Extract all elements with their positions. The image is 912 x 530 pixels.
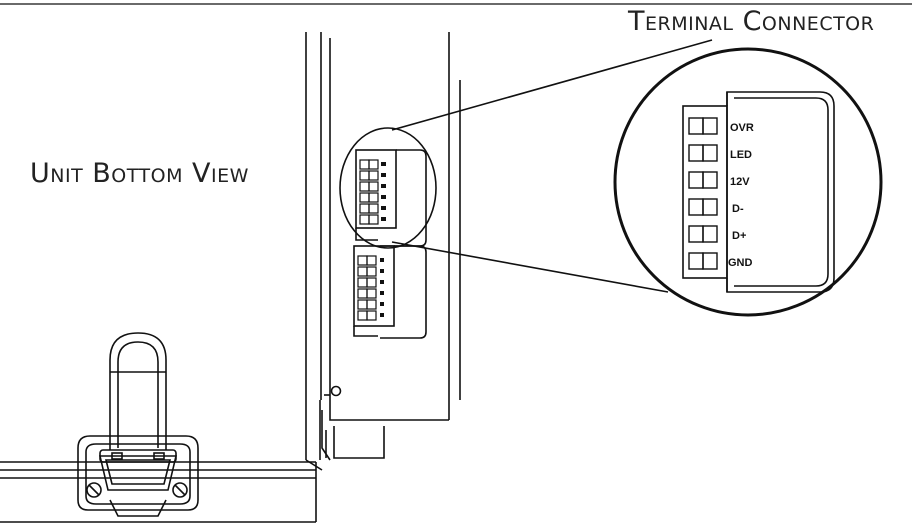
pin-label-d-minus: D-: [732, 203, 744, 215]
pin-labels: OVR LED 12V D- D+ GND: [728, 122, 754, 269]
pin-label-led: LED: [730, 149, 752, 161]
callout-line-bottom: [391, 241, 669, 293]
pin-label-gnd: GND: [728, 257, 753, 269]
unit-housing: [305, 32, 461, 471]
screw-right-icon: [172, 482, 188, 498]
terminal-block-lower: [353, 245, 427, 339]
latch-assembly: [0, 332, 317, 523]
terminal-block-small: [355, 149, 427, 247]
terminal-connector-enlarged: [682, 91, 835, 293]
pin-label-ovr: OVR: [730, 122, 754, 134]
callout-source-ring: [339, 127, 437, 249]
mounting-screw-icon: [330, 385, 342, 397]
terminal-connector-label: Terminal Connector: [628, 6, 875, 37]
pin-label-12v: 12V: [730, 176, 750, 188]
callout-line-top: [391, 39, 713, 131]
screw-left-icon: [86, 482, 102, 498]
pin-label-d-plus: D+: [732, 230, 746, 242]
magnifier-circle: [613, 47, 883, 317]
unit-bottom-view-label: Unit Bottom View: [30, 158, 249, 189]
